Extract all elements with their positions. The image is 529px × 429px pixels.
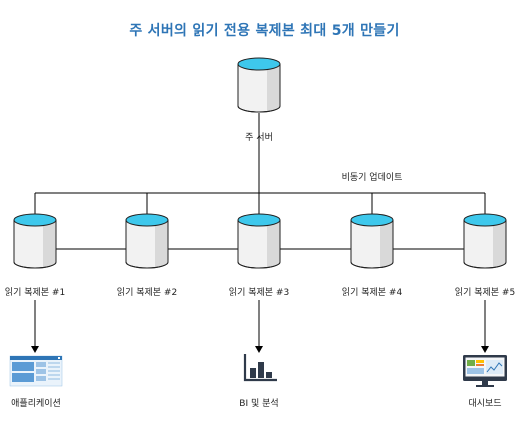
async-update-label: 비동기 업데이트	[341, 173, 403, 183]
diagram-title: 주 서버의 읽기 전용 복제본 최대 5개 만들기	[129, 23, 400, 39]
replica-5-label: 읽기 복제본 #5	[454, 288, 516, 298]
bi-analytics-label: BI 및 분석	[239, 399, 279, 409]
bar-chart-icon	[243, 354, 277, 382]
replica-4-database-icon	[350, 213, 394, 269]
dashboard-label: 대시보드	[468, 399, 502, 409]
replica-1-database-icon	[13, 213, 57, 269]
dashboard-monitor-icon	[463, 355, 507, 387]
primary-server-label: 주 서버	[245, 133, 273, 143]
replica-5-database-icon	[463, 213, 507, 269]
replica-4-label: 읽기 복제본 #4	[341, 288, 403, 298]
replica-2-database-icon	[125, 213, 169, 269]
application-icon	[9, 355, 63, 387]
replica-3-label: 읽기 복제본 #3	[228, 288, 290, 298]
primary-database-icon	[237, 57, 281, 113]
replica-3-database-icon	[237, 213, 281, 269]
replica-2-label: 읽기 복제본 #2	[116, 288, 178, 298]
replica-1-label: 읽기 복제본 #1	[4, 288, 66, 298]
application-label: 애플리케이션	[11, 399, 61, 409]
